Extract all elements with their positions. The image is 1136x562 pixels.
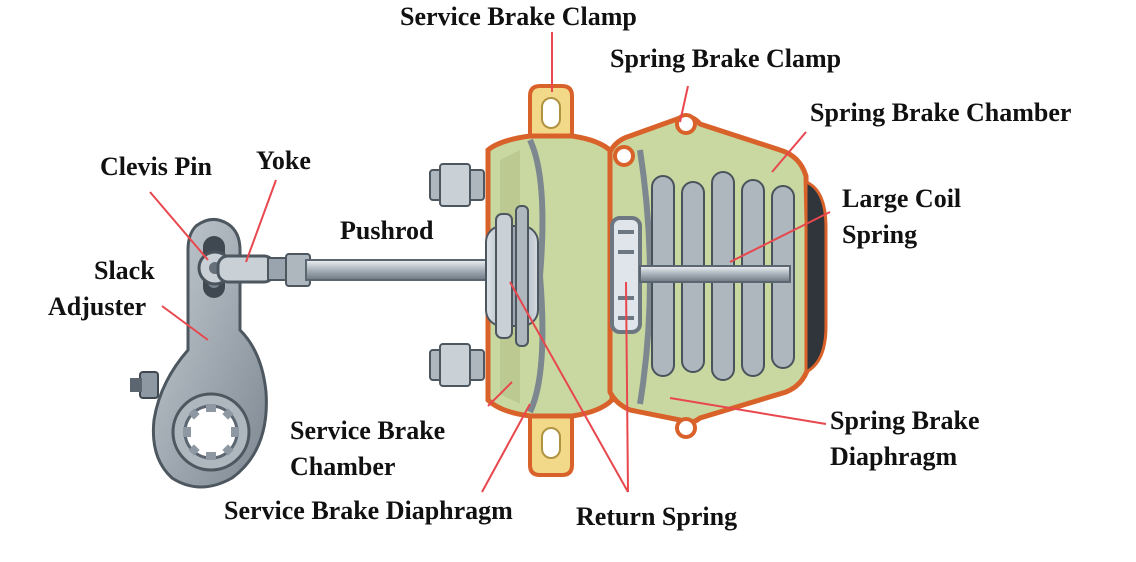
leader-return-spring-2 [625,281,629,493]
label-service-brake-chamber-line2: Chamber [290,452,396,481]
label-spring-brake-diaphragm-line1: Spring Brake [830,406,980,435]
label-slack-adjuster-line1: Slack [94,256,155,285]
leader-yoke [245,179,277,263]
yoke [216,253,311,287]
leader-spring-brake-chamber [771,131,807,173]
slack-adjuster [130,218,268,489]
label-return-spring: Return Spring [576,502,738,531]
label-spring-brake-clamp: Spring Brake Clamp [610,44,842,73]
service-pressure-plate [485,205,539,347]
label-service-brake-clamp: Service Brake Clamp [400,2,637,31]
label-slack-adjuster-line2: Adjuster [48,292,147,321]
label-large-coil-spring-line1: Large Coil [842,184,962,213]
leader-service-brake-diaphragm [481,403,531,493]
leader-clevis-pin [149,191,209,261]
leader-spring-brake-diaphragm [669,397,827,425]
service-brake-diaphragm [527,138,546,414]
leader-slack-adjuster [161,305,209,341]
label-service-brake-chamber-line1: Service Brake [290,416,446,445]
leader-large-coil-spring [729,211,831,263]
leader-return-spring-1 [509,281,629,493]
service-brake-clamp [528,84,574,477]
label-pushrod: Pushrod [340,216,434,245]
leader-lines [149,32,831,493]
leader-spring-brake-clamp [679,85,689,123]
label-spring-brake-diaphragm-line2: Diaphragm [830,442,958,471]
mounting-studs [429,163,485,387]
leader-service-brake-chamber [487,381,513,407]
label-large-coil-spring-line2: Spring [842,220,918,249]
label-clevis-pin: Clevis Pin [100,152,212,181]
label-service-brake-diaphragm: Service Brake Diaphragm [224,496,513,525]
label-spring-brake-chamber: Spring Brake Chamber [810,98,1072,127]
label-yoke: Yoke [256,146,311,175]
